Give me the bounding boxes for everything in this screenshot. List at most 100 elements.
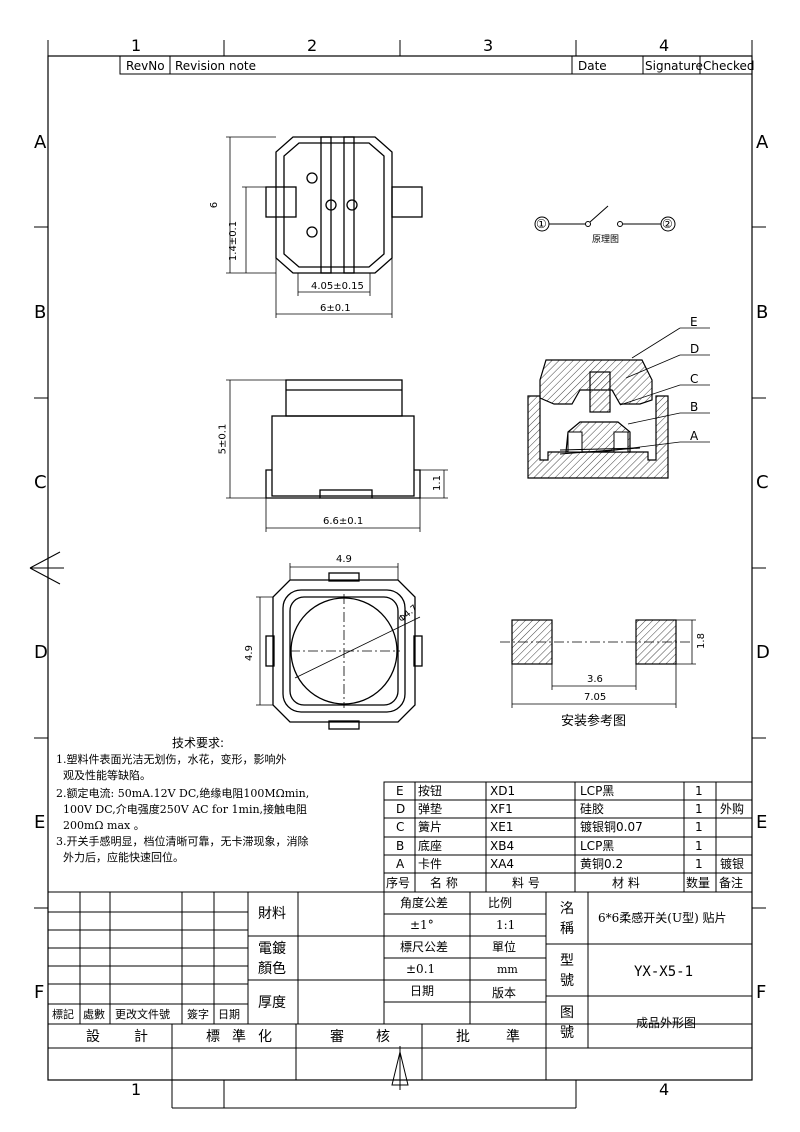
- date-label: 日期: [410, 984, 435, 998]
- bom-row-code: XE1: [490, 820, 514, 834]
- bom-row-code: XB4: [490, 839, 515, 853]
- unit-value: mm: [497, 963, 518, 976]
- zone-col-3: 3: [483, 36, 494, 55]
- drawing-label-1: 图: [560, 1005, 574, 1021]
- notes-line-2: 观及性能等缺陷。: [56, 769, 151, 782]
- bom-header-code: 料 号: [512, 876, 540, 890]
- bom-row-remark: 外购: [720, 802, 745, 816]
- dim-bottom-width: 4.9: [336, 554, 352, 565]
- dim-tol-value: ±0.1: [406, 962, 436, 976]
- dim-top-offset: 1.4±0.1: [228, 220, 240, 262]
- notes-line-5: 200mΩ max 。: [56, 819, 145, 832]
- section-label-c: C: [690, 372, 699, 386]
- zone-row-e-right: E: [756, 812, 768, 833]
- plating-label-2: 顏色: [258, 961, 286, 977]
- plating-label-1: 電鍍: [258, 941, 286, 957]
- zone-row-d-right: D: [756, 642, 770, 663]
- drawing-label-2: 號: [560, 1025, 574, 1041]
- drawing-value: 成品外形图: [636, 1016, 697, 1030]
- sign-row-label: 設: [86, 1029, 100, 1045]
- bom-row-name: 底座: [418, 839, 443, 853]
- bom-row-material: LCP黑: [580, 839, 615, 853]
- dim-footprint-pad: 1.8: [695, 633, 707, 649]
- signature-header: Signature: [645, 59, 703, 73]
- notes-line-1: 1.塑料件表面光洁无划伤，水花，变形，影响外: [56, 753, 287, 766]
- checked-header: Checked: [703, 59, 755, 73]
- bom-row-material: 镀银铜0.07: [580, 820, 643, 834]
- bom-row-seq: C: [396, 820, 405, 834]
- bom-row-code: XD1: [490, 784, 516, 798]
- name-label-2: 稱: [560, 921, 574, 937]
- rev-mark-label: 標記: [52, 1008, 74, 1021]
- zone-row-a-right: A: [756, 132, 769, 153]
- sign-row-label: 審: [330, 1029, 344, 1045]
- angle-tol-value: ±1°: [410, 918, 434, 932]
- bom-header-qty: 数量: [686, 876, 711, 890]
- bom-row-name: 按钮: [418, 784, 443, 798]
- revision-note-header: Revision note: [175, 59, 256, 73]
- sign-row-label: 準: [232, 1029, 246, 1045]
- model-label-2: 號: [560, 973, 574, 989]
- sign-row-label: 化: [258, 1029, 272, 1045]
- sign-row-label: 批: [456, 1029, 470, 1045]
- notes-line-6: 3.开关手感明显，档位清晰可靠，无卡滞现象，消除: [56, 835, 309, 848]
- zone-row-d: D: [34, 642, 48, 663]
- zone-row-f-right: F: [756, 982, 767, 1003]
- bom-header-remark: 备注: [719, 876, 744, 890]
- dim-top-inner-width: 4.05±0.15: [311, 281, 364, 292]
- zone-col-4-bottom: 4: [659, 1080, 670, 1099]
- dim-side-height: 5±0.1: [217, 423, 229, 455]
- dim-tol-label: 標尺公差: [400, 940, 449, 954]
- dim-side-width: 6.6±0.1: [323, 516, 364, 527]
- bom-row-qty: 1: [695, 784, 703, 798]
- schematic-node-2: ②: [662, 217, 673, 231]
- thickness-label: 厚度: [258, 995, 286, 1011]
- zone-col-1-bottom: 1: [131, 1080, 142, 1099]
- footprint-title: 安装参考图: [561, 714, 627, 729]
- notes-line-3: 2.额定电流: 50mA.12V DC,绝缘电阻100MΩmin,: [56, 787, 310, 800]
- scale-value: 1:1: [496, 918, 516, 932]
- bom-row-material: 硅胶: [580, 802, 605, 816]
- zone-row-b: B: [34, 302, 47, 323]
- model-value: YX-X5-1: [634, 964, 694, 980]
- name-label-1: 洺: [560, 901, 574, 917]
- sign-row-label: 準: [506, 1029, 520, 1045]
- zone-row-b-right: B: [756, 302, 769, 323]
- revno-header: RevNo: [126, 59, 165, 73]
- sign-row-label: 標: [206, 1029, 220, 1045]
- notes-line-4: 100V DC,介电强度250V AC for 1min,接触电阻: [56, 803, 308, 816]
- bom-row-seq: D: [396, 802, 406, 816]
- section-label-e: E: [690, 315, 698, 329]
- version-label: 版本: [492, 986, 517, 1000]
- unit-label: 單位: [492, 940, 517, 954]
- product-name: 6*6柔感开关(U型) 贴片: [598, 911, 727, 925]
- bom-row-qty: 1: [695, 820, 703, 834]
- sign-row-label: 計: [134, 1029, 148, 1045]
- rev-mark-label: 更改文件號: [115, 1008, 170, 1021]
- model-label-1: 型: [560, 953, 574, 969]
- bom-row-name: 簧片: [418, 820, 443, 834]
- rev-mark-label: 簽字: [187, 1008, 209, 1021]
- bom-row-name: 弹垫: [418, 802, 443, 816]
- zone-row-f: F: [34, 982, 45, 1003]
- bom-row-code: XF1: [490, 802, 513, 816]
- schematic-label: 原理图: [592, 235, 620, 245]
- dim-footprint-gap: 3.6: [587, 674, 603, 685]
- dim-top-outer-width: 6±0.1: [320, 303, 351, 314]
- bom-row-seq: A: [396, 857, 405, 871]
- bom-row-qty: 1: [695, 857, 703, 871]
- zone-col-4: 4: [659, 36, 670, 55]
- dim-side-lead: 1.1: [431, 475, 443, 491]
- zone-row-c: C: [34, 472, 47, 493]
- angle-tol-label: 角度公差: [400, 896, 449, 910]
- bom-row-qty: 1: [695, 802, 703, 816]
- bom-row-seq: B: [396, 839, 405, 853]
- rev-mark-label: 日期: [218, 1008, 240, 1021]
- scale-label: 比例: [488, 896, 513, 910]
- section-label-d: D: [690, 342, 700, 356]
- bom-header-seq: 序号: [386, 876, 411, 890]
- bom-row-seq: E: [396, 784, 404, 798]
- bom-row-name: 卡件: [418, 857, 443, 871]
- zone-row-a: A: [34, 132, 47, 153]
- zone-row-e: E: [34, 812, 46, 833]
